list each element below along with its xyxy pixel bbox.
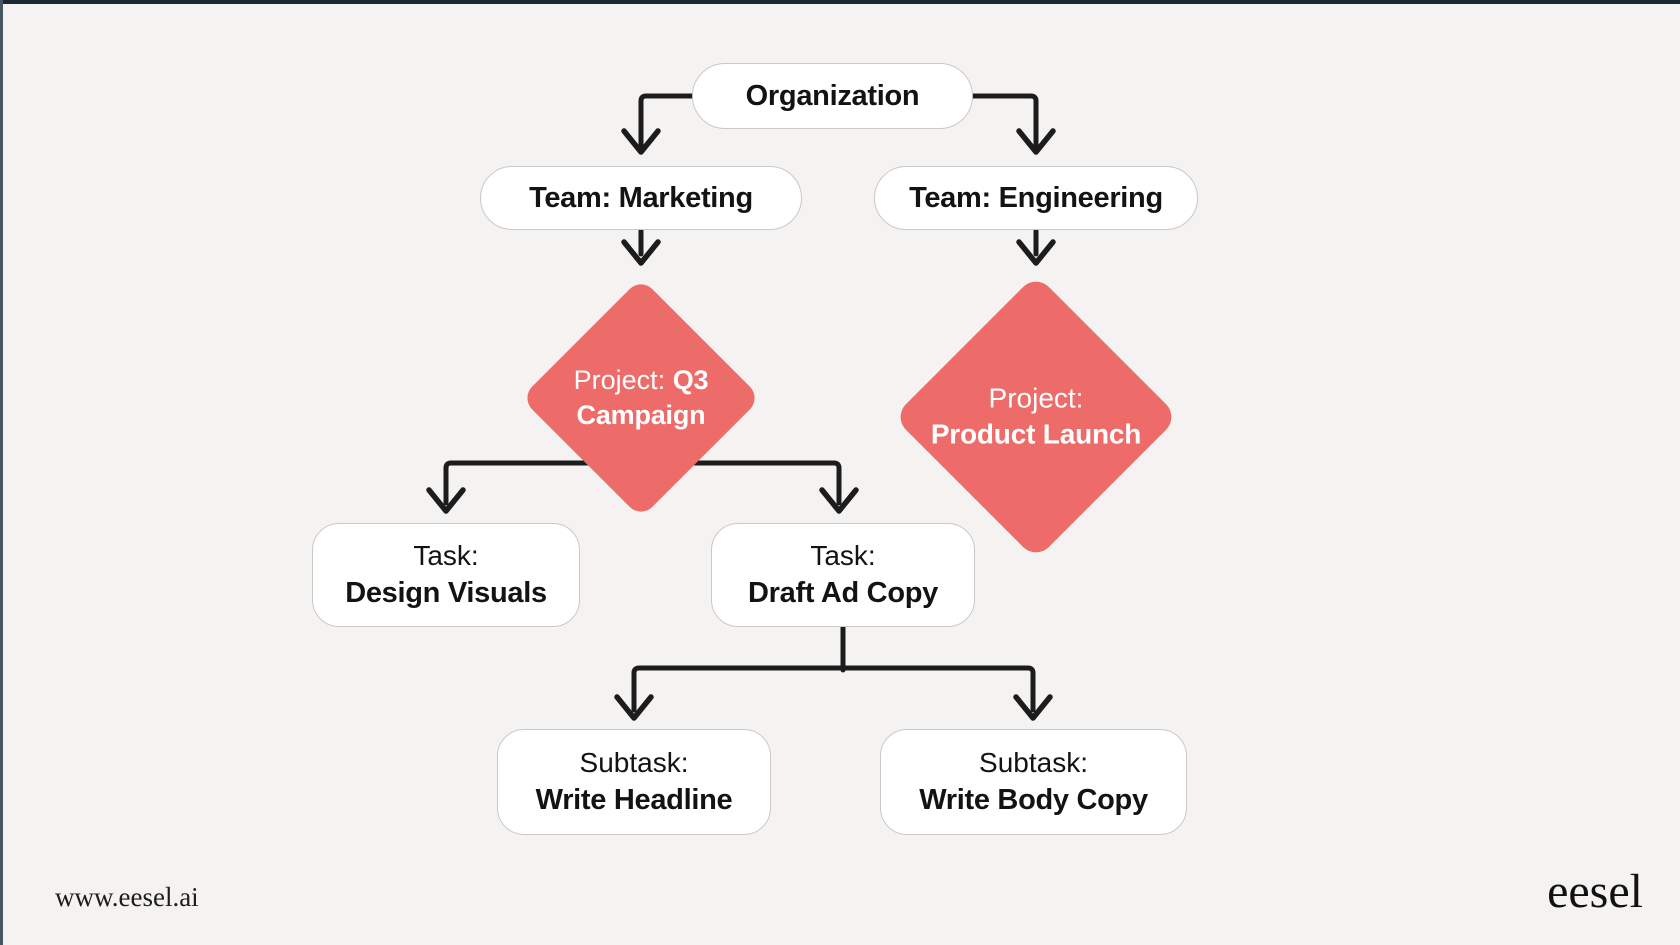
task-draft-ad-copy-node: Task: Draft Ad Copy xyxy=(711,523,975,627)
arrowhead-to-subtask-headline xyxy=(614,694,654,721)
organization-node: Organization xyxy=(692,63,973,129)
project-label: Project: Q3 Campaign xyxy=(535,363,747,433)
subtask-write-headline-node: Subtask: Write Headline xyxy=(497,729,771,835)
arrowhead-org-to-engineering xyxy=(1016,128,1056,155)
arrowhead-to-task-design xyxy=(426,487,466,514)
subtask-name: Write Headline xyxy=(535,784,733,817)
project-prefix: Project: xyxy=(988,382,1084,414)
project-q3-campaign-node: Project: Q3 Campaign xyxy=(520,277,762,519)
task-design-visuals-node: Task: Design Visuals xyxy=(312,523,580,627)
organization-label: Organization xyxy=(745,79,920,112)
project-product-launch-node: Project: Product Launch xyxy=(893,274,1179,560)
team-engineering-label: Team: Engineering xyxy=(909,181,1163,214)
arrowhead-to-task-draft xyxy=(819,487,859,514)
team-marketing-label: Team: Marketing xyxy=(529,181,753,214)
arrowhead-marketing-to-project xyxy=(621,239,661,266)
project-prefix: Project: xyxy=(573,364,673,395)
subtask-prefix: Subtask: xyxy=(979,746,1088,778)
arrowhead-engineering-to-project xyxy=(1016,239,1056,266)
project-label: Project: Product Launch xyxy=(910,381,1162,454)
project-name: Product Launch xyxy=(930,419,1142,450)
eesel-logo: eesel xyxy=(1547,865,1643,918)
subtask-name: Write Body Copy xyxy=(919,784,1148,817)
subtask-write-body-copy-node: Subtask: Write Body Copy xyxy=(880,729,1187,835)
arrow-org-to-marketing xyxy=(638,93,695,149)
left-edge-bar xyxy=(0,0,3,945)
arrowhead-to-subtask-body xyxy=(1013,694,1053,721)
task-prefix: Task: xyxy=(413,539,479,571)
task-prefix: Task: xyxy=(810,539,876,571)
arrowhead-org-to-marketing xyxy=(621,128,661,155)
team-engineering-node: Team: Engineering xyxy=(874,166,1198,230)
task-name: Draft Ad Copy xyxy=(748,577,938,610)
team-marketing-node: Team: Marketing xyxy=(480,166,802,230)
arrow-org-to-engineering xyxy=(970,93,1039,149)
top-edge-bar xyxy=(0,0,1680,4)
project-name: Q3 Campaign xyxy=(576,364,709,430)
subtask-prefix: Subtask: xyxy=(579,746,689,778)
arrow-draft-to-subtasks xyxy=(631,665,1036,713)
footer-website-text: www.eesel.ai xyxy=(55,882,199,912)
task-name: Design Visuals xyxy=(345,577,547,610)
